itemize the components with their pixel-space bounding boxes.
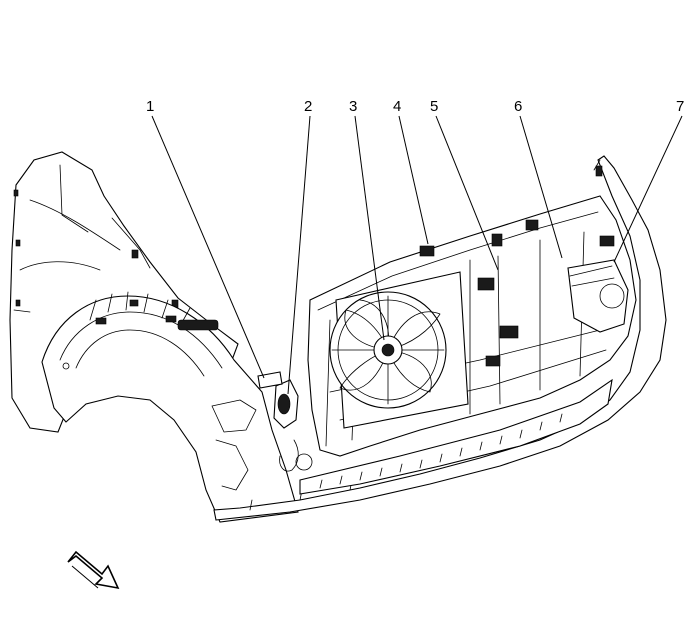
lower-grille [299,378,613,495]
left-mounting-bracket [257,371,313,472]
leader-7 [613,115,683,263]
callout-5: 5 [430,98,438,115]
callout-leaders [151,115,683,395]
leader-1 [151,115,265,379]
callout-2: 2 [304,98,312,115]
wheelhouse-liner [41,291,299,523]
callout-3: 3 [349,98,357,115]
right-headlamp-area [567,259,629,333]
leader-2 [287,115,311,395]
callout-1: 1 [146,98,154,115]
cooling-fan [329,271,469,429]
callout-6: 6 [514,98,522,115]
front-direction-arrow-icon [67,550,120,590]
callout-labels: 1 2 3 4 5 6 7 [146,98,684,115]
leader-5 [435,115,499,271]
leader-6 [519,115,563,259]
leader-3 [354,115,385,341]
leader-4 [398,115,429,245]
callout-7: 7 [676,98,684,115]
callout-4: 4 [393,98,401,115]
